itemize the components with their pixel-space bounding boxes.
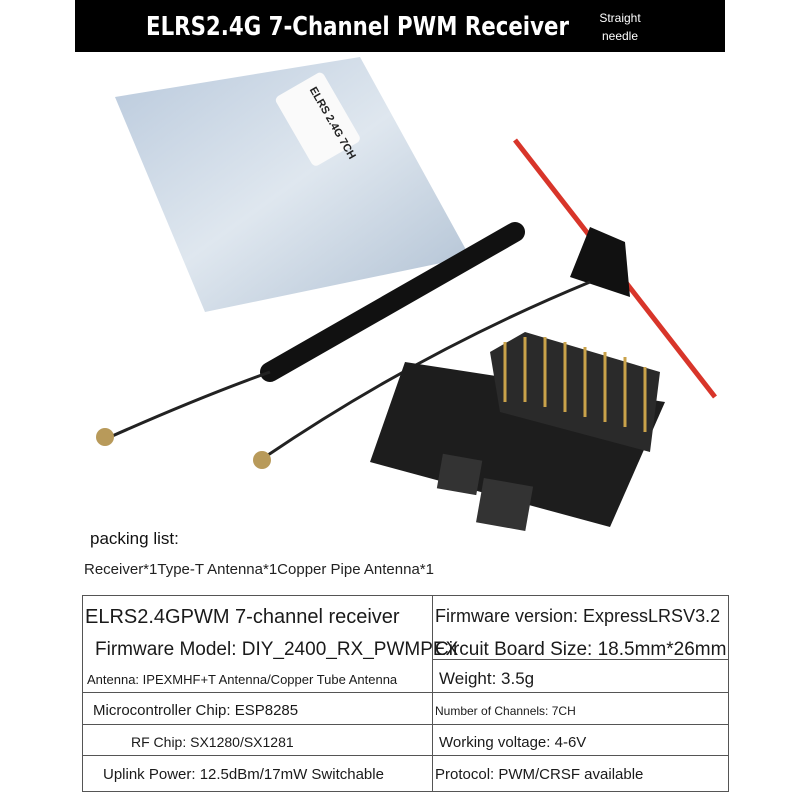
spec-model: ELRS2.4GPWM 7-channel receiver [85,606,400,628]
packing-list-heading: packing list: [90,529,179,548]
receiver-board [370,332,665,531]
bag-label: ELRS 2.4G 7CH [275,72,360,166]
spec-weight: Weight: 3.5g [439,669,535,688]
copper-pipe-antenna [96,222,525,446]
page-title: ELRS2.4G 7-Channel PWM Receiver [146,12,569,42]
straight-needle-note: Straight needle [599,11,641,43]
row-divider [83,755,728,756]
column-divider [432,596,433,791]
spec-firmware-model: Firmware Model: DIY_2400_RX_PWMPEX [95,639,459,660]
row-divider [83,692,728,693]
row-divider [432,659,728,660]
spec-channels: Number of Channels: 7CH [435,704,576,718]
title-banner: ELRS2.4G 7-Channel PWM Receiver Straight… [75,0,725,52]
packing-list-items: Receiver*1Type-T Antenna*1Copper Pipe An… [84,561,434,578]
spec-voltage: Working voltage: 4-6V [439,734,587,751]
spec-uplink-power: Uplink Power: 12.5dBm/17mW Switchable [103,766,384,783]
spec-board-size: Circuit Board Size: 18.5mm*26mm [435,639,727,660]
antistatic-bag: ELRS 2.4G 7CH [115,57,470,312]
t-antenna [253,138,717,469]
spec-table: ELRS2.4GPWM 7-channel receiver Firmware … [82,595,729,792]
spec-antenna: Antenna: IPEXMHF+T Antenna/Copper Tube A… [87,672,398,687]
product-photo: ELRS 2.4G 7CH [96,57,717,531]
spec-mcu: Microcontroller Chip: ESP8285 [93,702,299,719]
spec-firmware-version: Firmware version: ExpressLRSV3.2 [435,606,721,626]
spec-protocol: Protocol: PWM/CRSF available [435,766,644,783]
row-divider [83,724,728,725]
spec-rf-chip: RF Chip: SX1280/SX1281 [131,734,294,750]
